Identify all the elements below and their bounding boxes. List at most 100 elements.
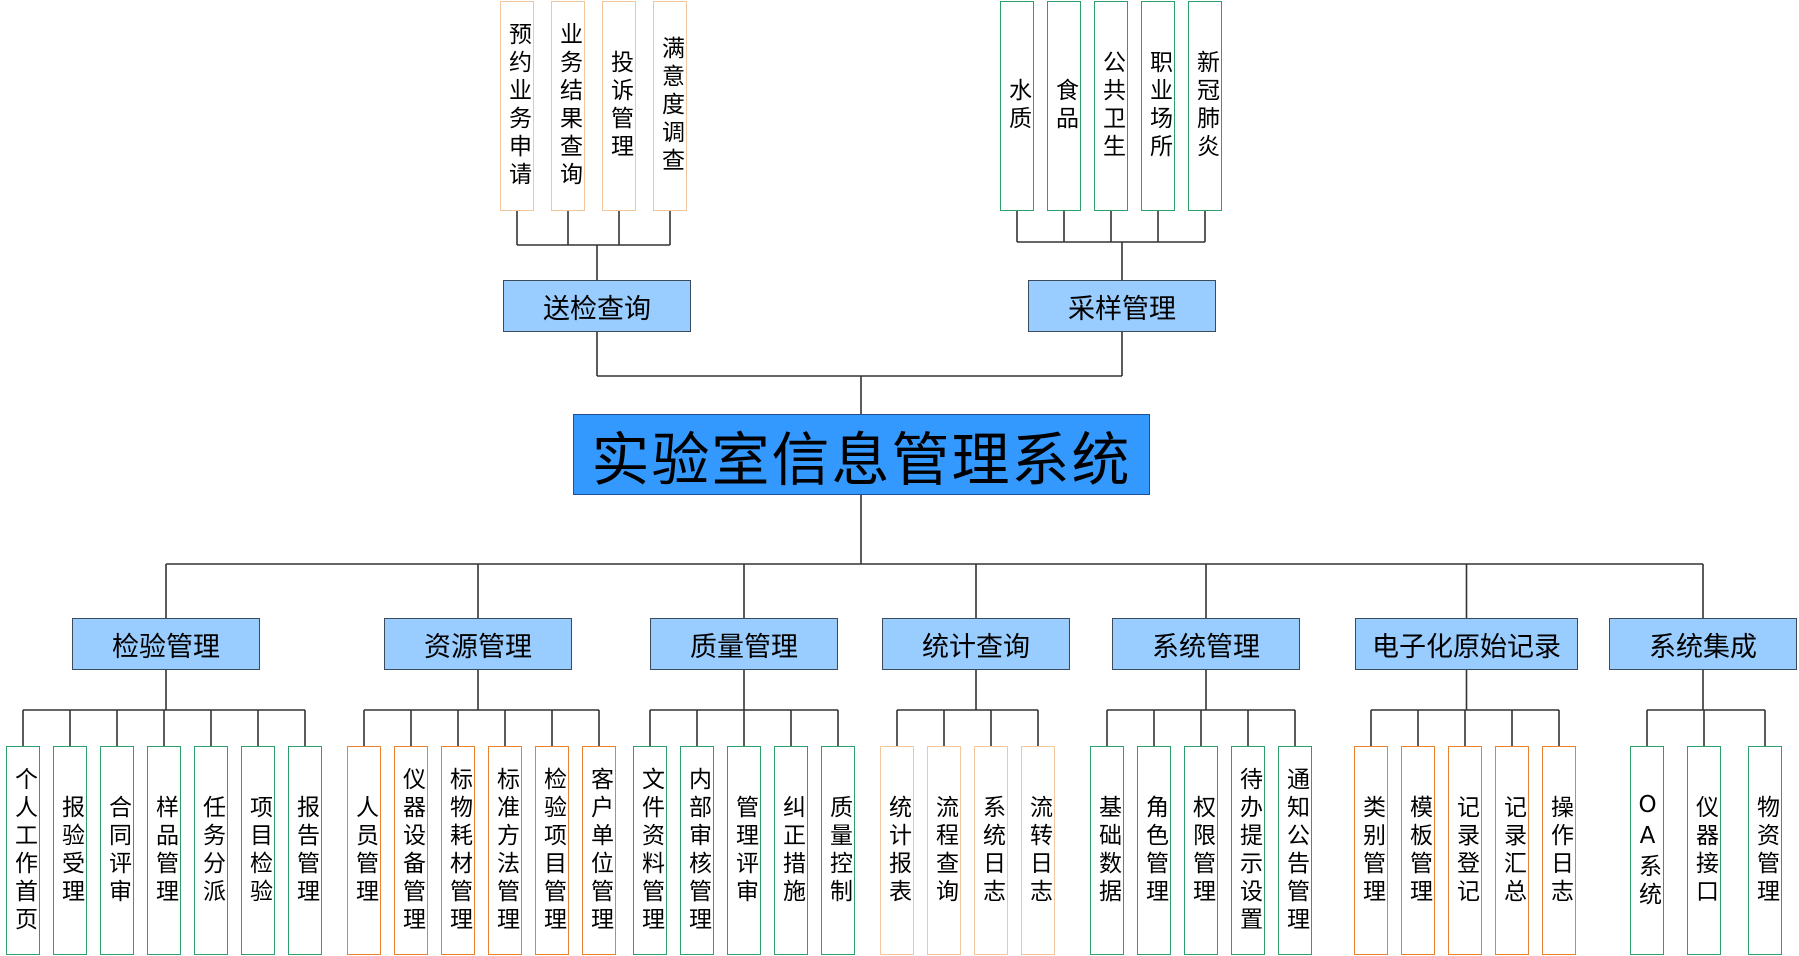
bottom-leaf-label: 纠正措施	[778, 794, 805, 907]
top-leaf-label: 食品	[1051, 78, 1078, 134]
bottom-leaf-node: 个人工作首页	[6, 746, 40, 955]
bottom-leaf-label: 待办提示设置	[1235, 766, 1262, 935]
bottom-leaf-node: 标准方法管理	[488, 746, 522, 955]
bottom-leaf-label: 基础数据	[1094, 794, 1121, 907]
bottom-leaf-label: 项目检验	[245, 794, 272, 907]
bottom-group-node: 检验管理	[72, 618, 260, 670]
top-leaf-node: 新冠肺炎	[1188, 1, 1222, 211]
bottom-leaf-node: 合同评审	[100, 746, 134, 955]
bottom-leaf-node: 客户单位管理	[582, 746, 616, 955]
top-leaf-label: 新冠肺炎	[1192, 50, 1219, 162]
bottom-leaf-node: 检验项目管理	[535, 746, 569, 955]
root-node: 实验室信息管理系统	[573, 414, 1150, 495]
bottom-group-node: 系统集成	[1609, 618, 1797, 670]
bottom-leaf-node: 统计报表	[880, 746, 914, 955]
bottom-group-node: 系统管理	[1112, 618, 1300, 670]
top-leaf-label: 满意度调查	[657, 36, 684, 176]
bottom-leaf-node: 仪器设备管理	[394, 746, 428, 955]
bottom-leaf-label: OA系统	[1634, 791, 1661, 910]
bottom-leaf-node: 仪器接口	[1687, 746, 1721, 955]
bottom-leaf-label: 统计报表	[884, 794, 911, 907]
bottom-leaf-label: 检验项目管理	[539, 766, 566, 935]
bottom-leaf-label: 合同评审	[104, 794, 131, 907]
bottom-group-node: 质量管理	[650, 618, 838, 670]
bottom-leaf-node: 角色管理	[1137, 746, 1171, 955]
bottom-leaf-label: 样品管理	[151, 794, 178, 907]
bottom-leaf-node: 管理评审	[727, 746, 761, 955]
bottom-leaf-node: OA系统	[1630, 746, 1664, 955]
bottom-leaf-label: 标准方法管理	[492, 766, 519, 935]
top-leaf-label: 公共卫生	[1098, 50, 1125, 162]
top-leaf-label: 职业场所	[1145, 50, 1172, 162]
top-leaf-node: 水质	[1000, 1, 1034, 211]
bottom-leaf-node: 模板管理	[1401, 746, 1435, 955]
top-leaf-node: 公共卫生	[1094, 1, 1128, 211]
bottom-leaf-label: 任务分派	[198, 794, 225, 907]
bottom-leaf-label: 仪器接口	[1691, 794, 1718, 907]
bottom-leaf-label: 权限管理	[1188, 794, 1215, 907]
top-leaf-label: 水质	[1004, 78, 1031, 134]
bottom-leaf-node: 样品管理	[147, 746, 181, 955]
bottom-leaf-label: 报告管理	[292, 794, 319, 907]
bottom-leaf-label: 报验受理	[57, 794, 84, 907]
bottom-leaf-label: 系统日志	[978, 794, 1005, 907]
top-leaf-node: 业务结果查询	[551, 1, 585, 211]
top-leaf-label: 业务结果查询	[555, 22, 582, 190]
bottom-leaf-node: 任务分派	[194, 746, 228, 955]
bottom-leaf-node: 人员管理	[347, 746, 381, 955]
bottom-leaf-label: 客户单位管理	[586, 766, 613, 935]
bottom-leaf-label: 记录登记	[1452, 794, 1479, 907]
bottom-leaf-node: 标物耗材管理	[441, 746, 475, 955]
bottom-leaf-label: 内部审核管理	[684, 766, 711, 935]
bottom-leaf-node: 记录汇总	[1495, 746, 1529, 955]
bottom-leaf-label: 流转日志	[1025, 794, 1052, 907]
bottom-group-node: 资源管理	[384, 618, 572, 670]
bottom-leaf-node: 报验受理	[53, 746, 87, 955]
bottom-leaf-node: 流转日志	[1021, 746, 1055, 955]
bottom-leaf-node: 物资管理	[1748, 746, 1782, 955]
bottom-leaf-label: 角色管理	[1141, 794, 1168, 907]
top-group-node: 采样管理	[1028, 280, 1216, 332]
top-leaf-node: 食品	[1047, 1, 1081, 211]
bottom-leaf-node: 操作日志	[1542, 746, 1576, 955]
bottom-leaf-node: 项目检验	[241, 746, 275, 955]
bottom-leaf-node: 质量控制	[821, 746, 855, 955]
bottom-leaf-node: 内部审核管理	[680, 746, 714, 955]
bottom-leaf-label: 文件资料管理	[637, 766, 664, 935]
bottom-leaf-label: 管理评审	[731, 794, 758, 907]
top-leaf-node: 投诉管理	[602, 1, 636, 211]
bottom-leaf-label: 人员管理	[351, 794, 378, 907]
bottom-group-node: 统计查询	[882, 618, 1070, 670]
bottom-leaf-node: 通知公告管理	[1278, 746, 1312, 955]
bottom-leaf-label: 个人工作首页	[10, 766, 37, 935]
bottom-leaf-node: 待办提示设置	[1231, 746, 1265, 955]
bottom-leaf-node: 文件资料管理	[633, 746, 667, 955]
top-leaf-label: 投诉管理	[606, 50, 633, 162]
bottom-leaf-label: 通知公告管理	[1282, 766, 1309, 935]
bottom-leaf-label: 记录汇总	[1499, 794, 1526, 907]
bottom-leaf-label: 标物耗材管理	[445, 766, 472, 935]
bottom-leaf-node: 权限管理	[1184, 746, 1218, 955]
bottom-leaf-label: 仪器设备管理	[398, 766, 425, 935]
bottom-leaf-label: 质量控制	[825, 794, 852, 907]
top-group-node: 送检查询	[503, 280, 691, 332]
top-leaf-node: 满意度调查	[653, 1, 687, 211]
bottom-leaf-node: 纠正措施	[774, 746, 808, 955]
top-leaf-node: 职业场所	[1141, 1, 1175, 211]
bottom-leaf-label: 物资管理	[1752, 794, 1779, 907]
bottom-leaf-node: 记录登记	[1448, 746, 1482, 955]
bottom-leaf-label: 模板管理	[1405, 794, 1432, 907]
bottom-leaf-label: 类别管理	[1358, 794, 1385, 907]
bottom-leaf-node: 类别管理	[1354, 746, 1388, 955]
bottom-leaf-node: 报告管理	[288, 746, 322, 955]
bottom-leaf-node: 流程查询	[927, 746, 961, 955]
bottom-group-node: 电子化原始记录	[1355, 618, 1578, 670]
bottom-leaf-node: 基础数据	[1090, 746, 1124, 955]
bottom-leaf-label: 流程查询	[931, 794, 958, 907]
bottom-leaf-label: 操作日志	[1546, 794, 1573, 907]
top-leaf-node: 预约业务申请	[500, 1, 534, 211]
top-leaf-label: 预约业务申请	[504, 22, 531, 190]
bottom-leaf-node: 系统日志	[974, 746, 1008, 955]
